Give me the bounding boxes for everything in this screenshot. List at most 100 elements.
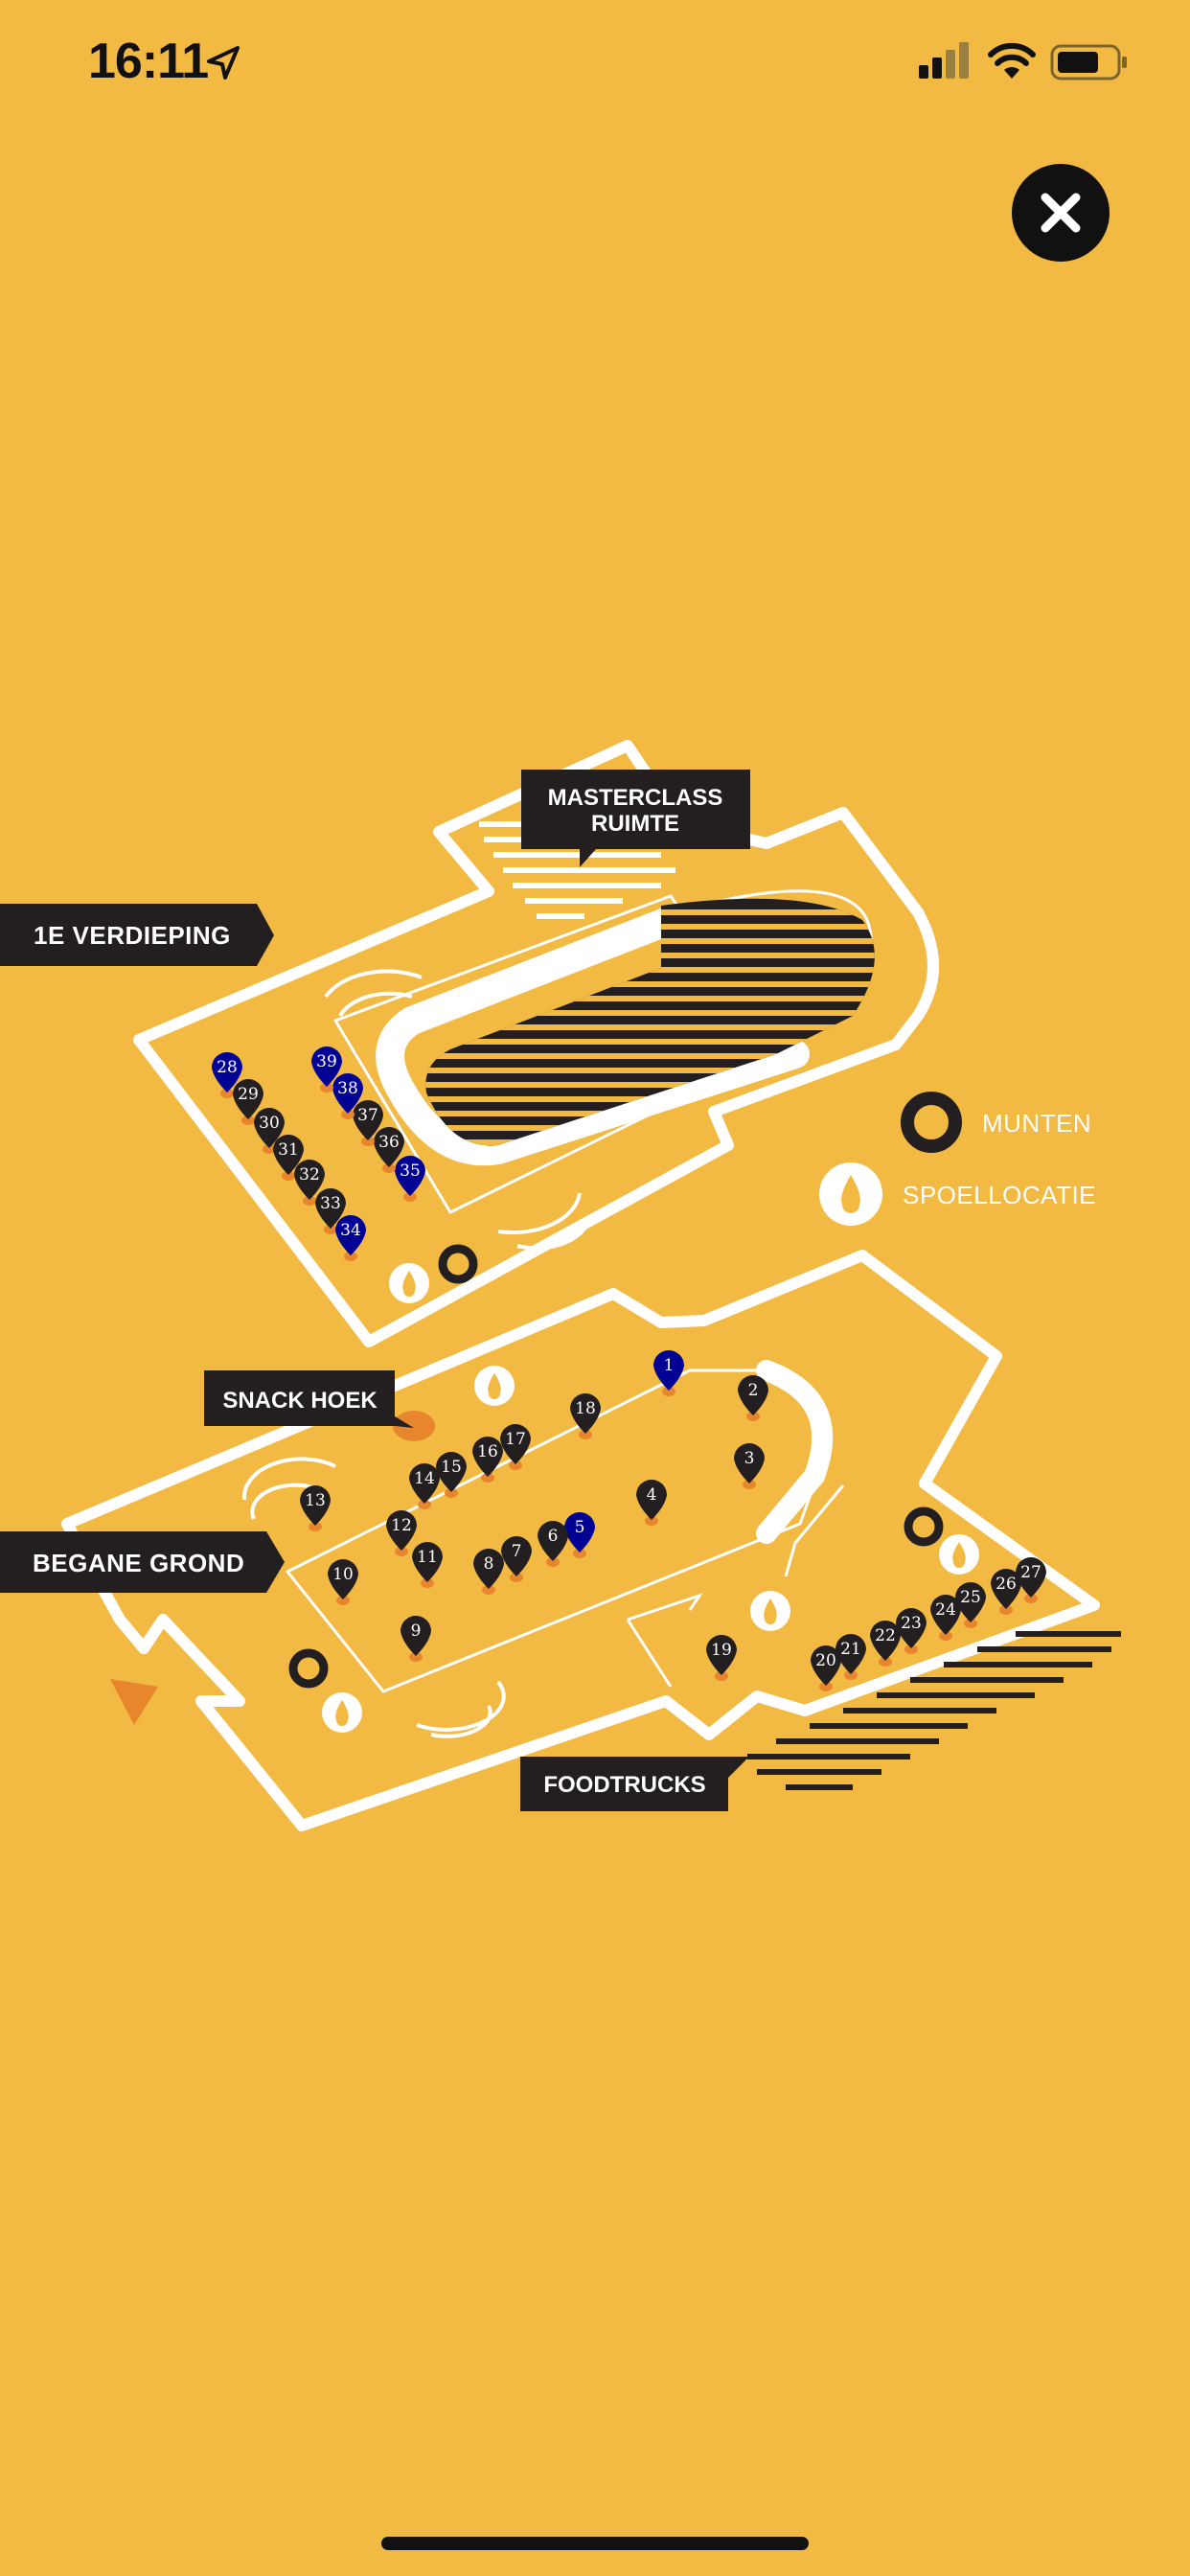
stand-pin-5[interactable]: 5 — [564, 1512, 595, 1558]
masterclass-label-box: MASTERCLASS RUIMTE — [521, 770, 750, 867]
stand-pin-38[interactable]: 38 — [332, 1073, 363, 1119]
stand-pin-label: 26 — [995, 1575, 1017, 1594]
ground-floor-area — [61, 1250, 1121, 1831]
stand-pin-3[interactable]: 3 — [734, 1443, 765, 1489]
stand-pin-24[interactable]: 24 — [930, 1595, 961, 1641]
stand-pin-34[interactable]: 34 — [335, 1215, 366, 1261]
stand-pin-label: 4 — [647, 1485, 657, 1505]
wifi-icon — [988, 42, 1036, 79]
stand-pin-31[interactable]: 31 — [273, 1135, 304, 1181]
stand-pin-36[interactable]: 36 — [374, 1127, 404, 1173]
rinse-icon — [322, 1692, 362, 1733]
stand-pin-label: 1 — [664, 1356, 675, 1375]
stand-pin-2[interactable]: 2 — [738, 1375, 768, 1421]
foodtrucks-label: FOODTRUCKS — [543, 1772, 705, 1798]
stand-pin-8[interactable]: 8 — [473, 1549, 504, 1595]
stand-pin-label: 34 — [340, 1221, 361, 1240]
stand-pin-label: 32 — [299, 1165, 320, 1184]
stand-pin-14[interactable]: 14 — [409, 1463, 440, 1509]
stand-pin-label: 35 — [400, 1162, 421, 1181]
stand-pin-18[interactable]: 18 — [570, 1393, 601, 1439]
status-time: 16:11 — [88, 34, 209, 89]
legend: MUNTEN SPOELLOCATIE — [819, 1092, 1096, 1226]
stand-pin-11[interactable]: 11 — [412, 1542, 443, 1588]
stand-pin-13[interactable]: 13 — [300, 1485, 331, 1531]
stand-pin-label: 12 — [391, 1516, 412, 1535]
stand-pin-7[interactable]: 7 — [501, 1536, 532, 1582]
stand-pin-label: 16 — [477, 1442, 498, 1461]
stand-pin-28[interactable]: 28 — [212, 1052, 242, 1098]
masterclass-label-line1: MASTERCLASS — [548, 785, 723, 811]
stand-pin-label: 5 — [575, 1518, 585, 1537]
stand-pin-label: 27 — [1020, 1563, 1041, 1582]
stand-pin-29[interactable]: 29 — [233, 1079, 263, 1125]
coins-icon — [438, 1244, 478, 1284]
ground-floor-label: BEGANE GROND — [33, 1549, 244, 1577]
legend-coins-label: MUNTEN — [982, 1109, 1091, 1138]
stand-pin-label: 31 — [278, 1140, 299, 1160]
stand-pin-9[interactable]: 9 — [400, 1616, 431, 1662]
stand-pin-label: 19 — [711, 1641, 732, 1660]
stand-pin-20[interactable]: 20 — [811, 1645, 841, 1691]
stand-pin-17[interactable]: 17 — [500, 1424, 531, 1470]
legend-rinse-icon — [819, 1162, 882, 1226]
stand-pin-label: 8 — [484, 1554, 494, 1574]
rinse-icon — [939, 1534, 979, 1575]
first-floor-label: 1E VERDIEPING — [34, 921, 231, 950]
location-arrow-icon — [207, 46, 240, 80]
stand-pin-27[interactable]: 27 — [1016, 1557, 1046, 1603]
stand-pin-19[interactable]: 19 — [706, 1635, 737, 1681]
rinse-icon — [389, 1263, 429, 1303]
stand-pin-label: 22 — [875, 1626, 896, 1645]
stand-pin-37[interactable]: 37 — [353, 1100, 383, 1146]
close-icon — [1041, 193, 1081, 233]
stand-pin-label: 30 — [259, 1114, 280, 1133]
status-bar: 16:11 — [0, 0, 1190, 125]
stand-pins: 1234567891011121314151617181920212223242… — [212, 1046, 1046, 1691]
stand-pin-32[interactable]: 32 — [294, 1160, 325, 1206]
stand-pin-label: 7 — [512, 1542, 522, 1561]
snack-label: SNACK HOEK — [222, 1388, 378, 1414]
stand-pin-22[interactable]: 22 — [870, 1621, 901, 1667]
rinse-icon — [474, 1366, 515, 1406]
stand-pin-35[interactable]: 35 — [395, 1156, 425, 1202]
stand-pin-15[interactable]: 15 — [436, 1452, 467, 1498]
stand-pin-label: 39 — [316, 1052, 337, 1071]
coins-icon — [904, 1506, 944, 1547]
stand-pin-10[interactable]: 10 — [328, 1559, 358, 1605]
stand-pin-12[interactable]: 12 — [386, 1510, 417, 1556]
close-button[interactable] — [1012, 164, 1110, 262]
foodtrucks-label-box: FOODTRUCKS — [520, 1757, 749, 1811]
stand-pin-26[interactable]: 26 — [991, 1569, 1021, 1615]
stand-pin-4[interactable]: 4 — [636, 1480, 667, 1526]
masterclass-label-line2: RUIMTE — [591, 811, 679, 837]
stand-pin-label: 11 — [417, 1548, 438, 1567]
stand-pin-label: 9 — [411, 1622, 422, 1641]
stand-pin-16[interactable]: 16 — [472, 1437, 503, 1483]
first-floor-label-box: 1E VERDIEPING — [0, 904, 274, 966]
stand-pin-1[interactable]: 1 — [653, 1350, 684, 1396]
stand-pin-label: 3 — [744, 1449, 755, 1468]
stand-pin-30[interactable]: 30 — [254, 1108, 285, 1154]
stand-pin-25[interactable]: 25 — [955, 1582, 986, 1628]
stand-pin-23[interactable]: 23 — [896, 1608, 927, 1654]
stand-pin-label: 13 — [305, 1491, 326, 1510]
stand-pin-label: 38 — [337, 1079, 358, 1098]
stand-pin-label: 25 — [960, 1588, 981, 1607]
coins-icon — [288, 1648, 329, 1689]
stand-pin-label: 24 — [935, 1600, 956, 1620]
stand-pin-label: 14 — [414, 1469, 435, 1488]
stand-pin-21[interactable]: 21 — [835, 1634, 866, 1680]
legend-coins-icon — [901, 1092, 962, 1153]
stand-pin-39[interactable]: 39 — [311, 1046, 342, 1092]
battery-icon — [1050, 44, 1127, 80]
stand-pin-label: 6 — [548, 1527, 559, 1546]
stand-pin-label: 37 — [357, 1106, 378, 1125]
legend-rinse-label: SPOELLOCATIE — [903, 1181, 1096, 1209]
home-indicator[interactable] — [381, 2537, 809, 2550]
stand-pin-33[interactable]: 33 — [315, 1188, 346, 1234]
stand-pin-label: 28 — [217, 1058, 238, 1077]
stand-pin-6[interactable]: 6 — [538, 1521, 568, 1567]
stand-pin-label: 21 — [840, 1640, 861, 1659]
